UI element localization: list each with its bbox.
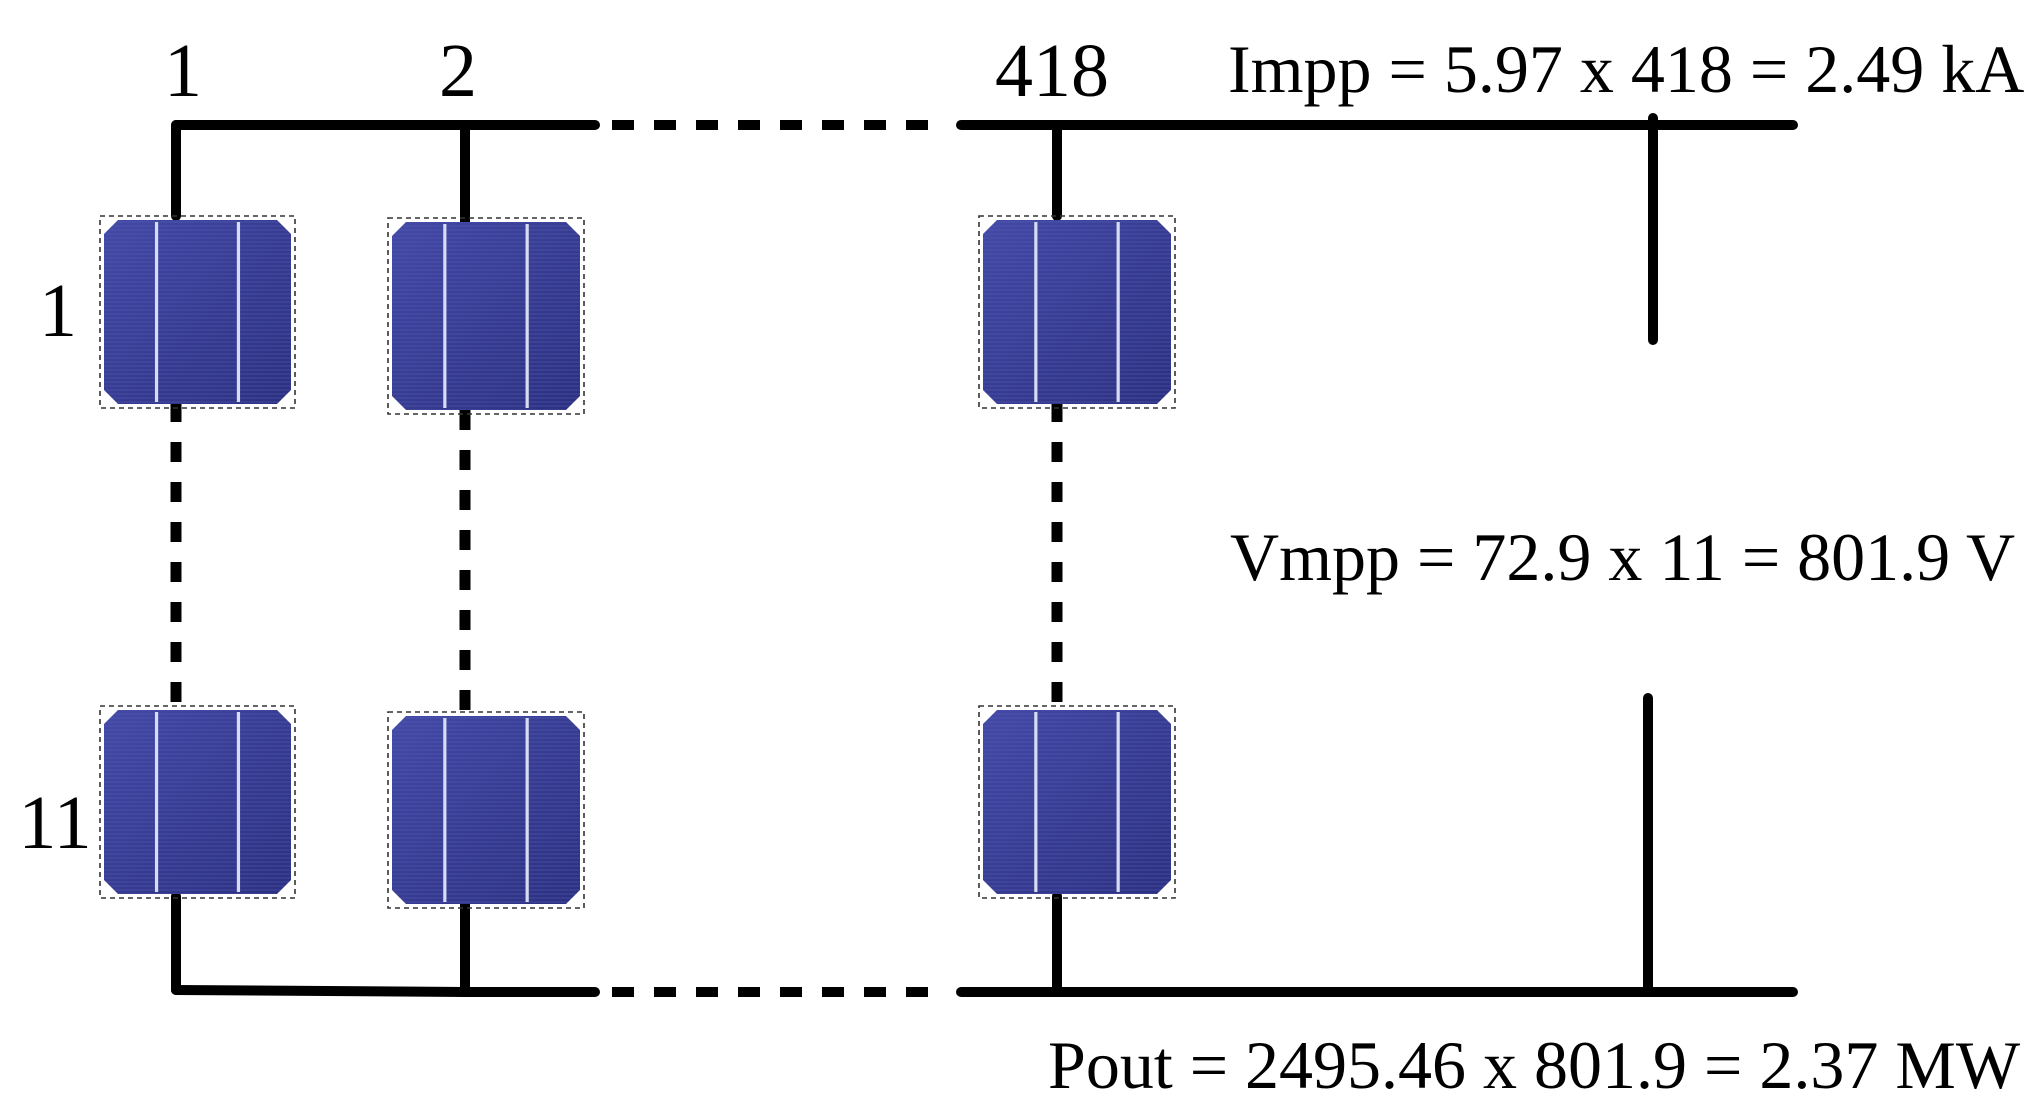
bottom-bus xyxy=(171,985,1798,997)
solar-cell-r11-c2 xyxy=(387,711,585,909)
power-equation: Pout = 2495.46 x 801.9 = 2.37 MW xyxy=(1048,1027,2021,1103)
column-label-1: 1 xyxy=(164,29,202,113)
solar-cell-r1-c2 xyxy=(387,217,585,415)
column-label-418: 418 xyxy=(995,29,1109,113)
current-equation: Impp = 5.97 x 418 = 2.49 kA xyxy=(1228,31,2024,107)
solar-cell-r11-c418 xyxy=(978,705,1176,899)
output-terminals xyxy=(1643,113,1658,995)
solar-cell-r1-c1 xyxy=(99,215,296,409)
row-label-11: 11 xyxy=(18,781,91,865)
solar-cell-r1-c418 xyxy=(978,215,1176,409)
column-label-2: 2 xyxy=(439,29,477,113)
voltage-equation: Vmpp = 72.9 x 11 = 801.9 V xyxy=(1230,519,2015,595)
row-label-1: 1 xyxy=(39,269,77,353)
solar-cell-r11-c1 xyxy=(99,705,296,899)
